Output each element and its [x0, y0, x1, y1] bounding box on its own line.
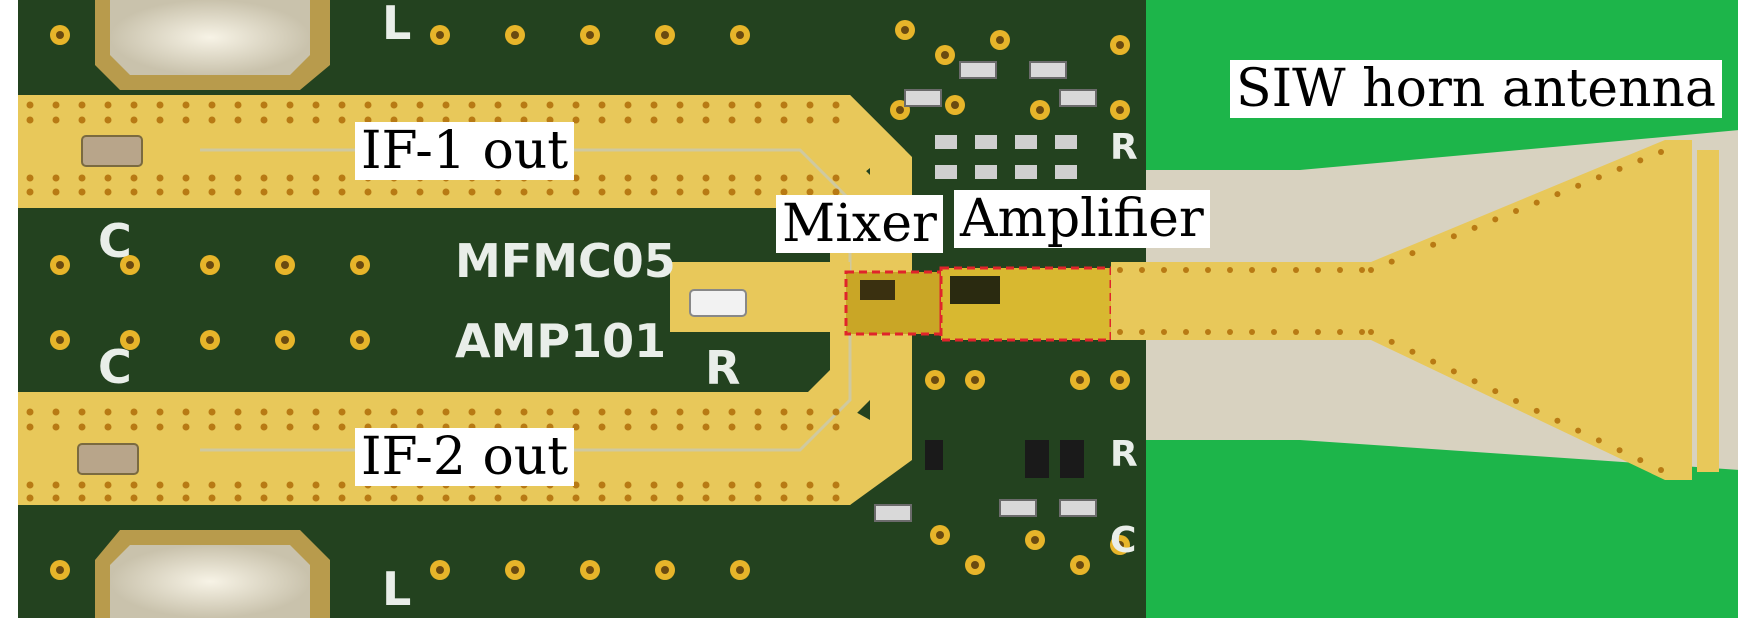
silk-r-right1: R — [1110, 127, 1138, 168]
label-if2-out: IF-2 out — [355, 428, 575, 486]
silk-l-bottom: L — [382, 562, 412, 616]
label-siw-horn-antenna: SIW horn antenna — [1230, 60, 1722, 118]
horn-antenna — [1371, 140, 1692, 480]
silk-chip1: MFMC05 — [455, 234, 676, 288]
capacitor-bottom — [77, 443, 139, 475]
silk-c-top: C — [98, 214, 132, 268]
silk-c-bottom: C — [98, 340, 132, 394]
silk-l-top: L — [382, 0, 412, 50]
resistor — [689, 289, 747, 317]
silk-r-mid: R — [705, 341, 741, 395]
label-amplifier: Amplifier — [954, 190, 1210, 248]
siw-feed — [1111, 262, 1371, 340]
silk-r-right2: R — [1110, 434, 1138, 475]
silk-c-right: C — [1110, 520, 1137, 561]
silk-chip2: AMP101 — [455, 314, 667, 368]
capacitor-top — [81, 135, 143, 167]
label-mixer: Mixer — [776, 195, 943, 253]
label-if1-out: IF-1 out — [355, 122, 575, 180]
